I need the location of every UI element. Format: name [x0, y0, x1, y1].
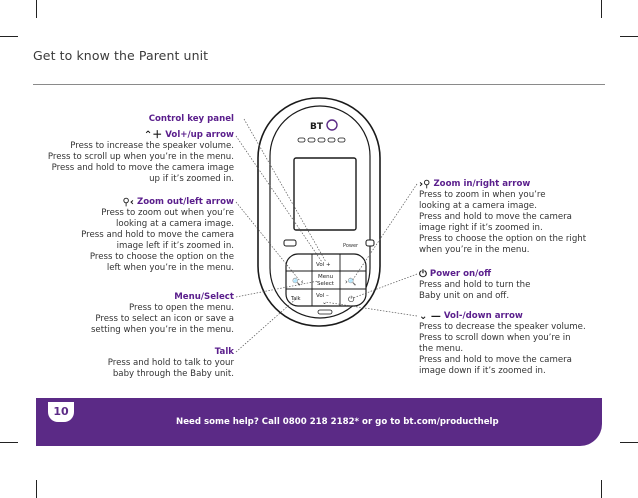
down-key-icon: ⌄ — [322, 299, 327, 306]
power-title: Power on/off — [429, 269, 492, 279]
zoom-in-annotation: ›⚲ Zoom in/right arrow Press to zoom in … — [419, 179, 586, 256]
crop-mark — [36, 0, 37, 18]
crop-mark — [620, 442, 638, 443]
zoom-out-left-arrow-icon: ⚲‹ — [122, 197, 134, 208]
led-indicator — [307, 137, 316, 143]
vol-down-title: Vol-/down arrow — [443, 311, 523, 321]
zoom-in-right-arrow-icon: ›⚲ — [419, 179, 431, 190]
power-icon: ⏻ — [419, 269, 427, 280]
zoom-out-annotation: ⚲‹ Zoom out/left arrow Press to zoom out… — [81, 197, 234, 274]
vol-down-description: Press to decrease the speaker volume. Pr… — [419, 322, 586, 376]
led-indicator — [297, 137, 306, 143]
talk-description: Press and hold to talk to your baby thro… — [107, 358, 234, 379]
talk-title: Talk — [214, 347, 234, 357]
vol-down-key[interactable]: Vol – — [316, 293, 329, 299]
crop-mark — [601, 0, 602, 18]
menu-select-description: Press to open the menu. Press to select … — [90, 303, 234, 335]
bt-logo: BT — [310, 122, 324, 132]
select-key-label: Select — [317, 281, 335, 287]
zoom-in-key-icon[interactable]: ›🔍 — [345, 277, 357, 286]
menu-key-label: Menu — [318, 274, 333, 280]
vol-up-description: Press to increase the speaker volume. Pr… — [47, 141, 234, 184]
screen — [293, 157, 357, 231]
vol-up-key[interactable]: Vol + — [316, 262, 331, 268]
down-arrow-minus-icon: ⌄ — — [419, 311, 441, 322]
led-indicator — [337, 137, 346, 143]
zoom-out-key-icon[interactable]: 🔍‹ — [292, 277, 304, 286]
power-key-icon[interactable]: ⏻ — [348, 295, 355, 304]
led-indicator — [327, 137, 336, 143]
zoom-in-title: Zoom in/right arrow — [433, 179, 531, 189]
zoom-in-description: Press to zoom in when you’re looking at … — [419, 190, 587, 255]
page-title: Get to know the Parent unit — [33, 48, 209, 63]
crop-mark — [620, 36, 638, 37]
talk-annotation: Talk Press and hold to talk to your baby… — [108, 347, 234, 380]
led-indicator — [317, 137, 326, 143]
menu-select-annotation: Menu/Select Press to open the menu. Pres… — [91, 292, 234, 336]
header-divider — [33, 84, 605, 85]
up-arrow-plus-icon: ⌃＋ — [143, 130, 163, 141]
leader-lines — [235, 118, 418, 353]
control-key-panel-label: Control key panel — [149, 114, 234, 125]
power-description: Press and hold to turn the Baby unit on … — [419, 280, 531, 301]
vol-down-annotation: ⌄ — Vol-/down arrow Press to decrease th… — [419, 311, 586, 377]
control-key-panel-title: Control key panel — [148, 114, 234, 124]
vol-up-title: Vol+/up arrow — [165, 130, 234, 140]
crop-mark — [36, 480, 37, 498]
power-label: Power — [343, 243, 359, 249]
zoom-out-title: Zoom out/left arrow — [137, 197, 234, 207]
menu-select-title: Menu/Select — [174, 292, 234, 302]
talk-key[interactable]: Talk — [290, 296, 301, 302]
keypad — [285, 253, 367, 307]
footer-band — [36, 398, 602, 446]
help-footer-text: Need some help? Call 0800 218 2182* or g… — [176, 417, 499, 427]
crop-mark — [0, 442, 18, 443]
bt-logo-globe-icon — [326, 119, 338, 131]
crop-mark — [601, 480, 602, 498]
page-number: 10 — [48, 402, 74, 422]
zoom-out-description: Press to zoom out when you’re looking at… — [81, 208, 234, 273]
vol-up-annotation: ⌃＋ Vol+/up arrow Press to increase the s… — [48, 130, 234, 185]
crop-mark — [0, 36, 18, 37]
power-annotation: ⏻ Power on/off Press and hold to turn th… — [419, 269, 530, 302]
